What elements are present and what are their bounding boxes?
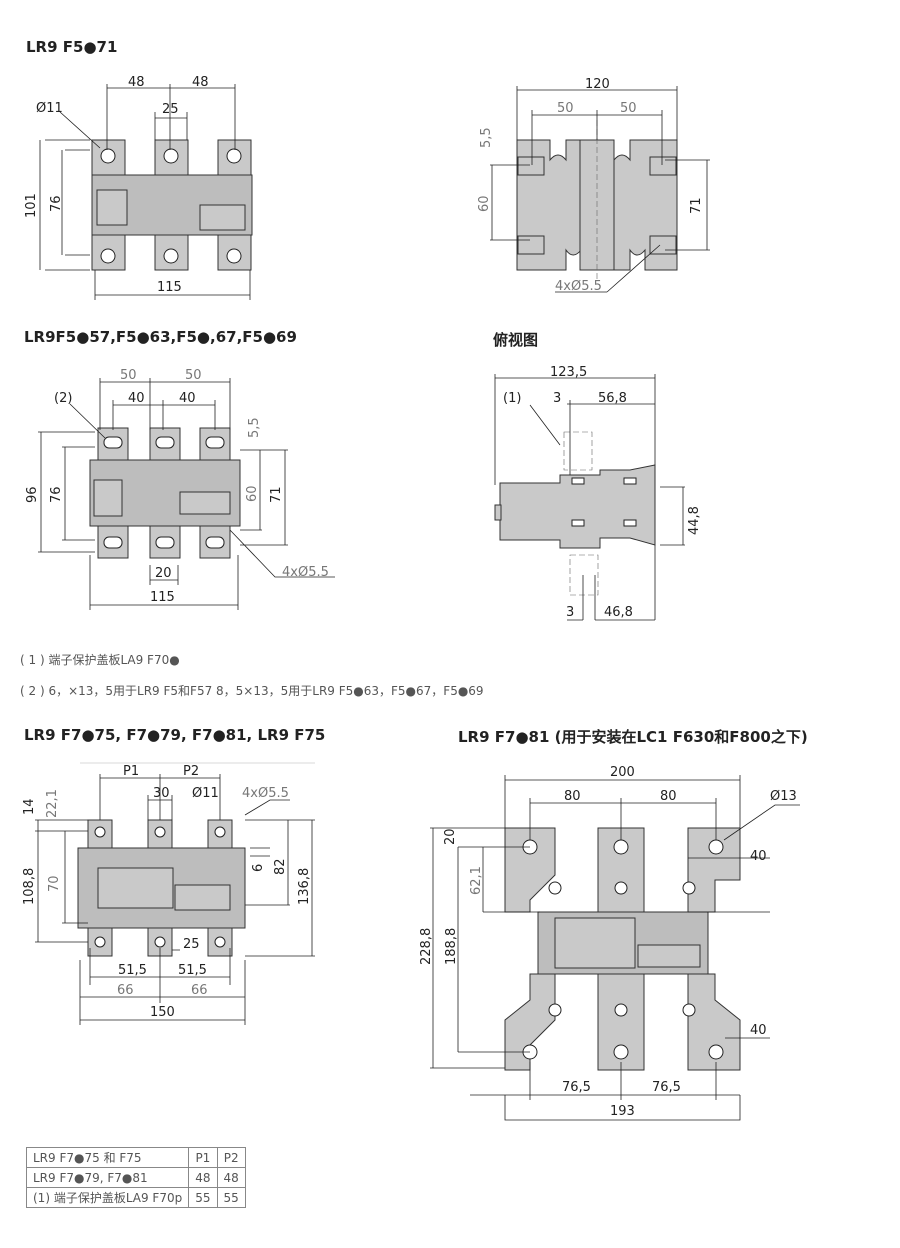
drawing-top-view: 123,5 (1) 3 56,8 44,8 3 46,8: [494, 365, 702, 621]
dim-label: 20: [155, 566, 172, 581]
dim-label: 115: [150, 590, 175, 605]
dim-label: 48: [192, 75, 209, 90]
dim-label: 76,5: [652, 1080, 681, 1095]
table-cell: P1: [188, 1147, 218, 1168]
table-cell: 55: [188, 1187, 218, 1208]
dim-label: 48: [128, 75, 145, 90]
table-cell: LR9 F7●79, F7●81: [25, 1167, 190, 1188]
dim-label: 4xØ5.5: [242, 786, 289, 801]
dim-label: 50: [620, 101, 637, 116]
dim-label: 200: [610, 765, 635, 780]
dim-label: (1): [503, 391, 521, 406]
dim-label: 25: [183, 937, 200, 952]
dim-label: Ø11: [192, 786, 219, 801]
title-lr9-f5-71: LR9 F5●71: [26, 38, 118, 56]
table-row: LR9 F7●79, F7●81 48 48: [25, 1167, 246, 1188]
dim-label: 76: [49, 195, 64, 212]
drawing-lr9-f7: P1 P2 30 Ø11 4xØ5.5 14 22,1 108,8 70 6 8…: [22, 762, 315, 1025]
table-row: (1) 端子保护盖板LA9 F70p 55 55: [25, 1187, 246, 1208]
dim-label: 188,8: [444, 928, 459, 965]
dim-label: 5,5: [479, 127, 494, 148]
dim-label: 66: [191, 983, 208, 998]
dim-label: 40: [750, 1023, 767, 1038]
footnote-1: ( 1 ) 端子保护盖板LA9 F70●: [20, 653, 180, 667]
dim-label: P2: [183, 764, 199, 779]
dim-label: 40: [750, 849, 767, 864]
drawing-mounting-plate: 120 50 50 5,5 60 71 4xØ5.5: [477, 77, 710, 294]
dim-label: 193: [610, 1104, 635, 1119]
title-lr9-f7-81-lc1: LR9 F7●81 (用于安装在LC1 F630和F800之下): [458, 728, 808, 746]
dim-label: 80: [564, 789, 581, 804]
table-cell: 48: [188, 1167, 218, 1188]
dim-label: 4xØ5.5: [555, 279, 602, 294]
dim-label: 46,8: [604, 605, 633, 620]
dim-label: 120: [585, 77, 610, 92]
dim-label: 123,5: [550, 365, 587, 380]
dim-label: 40: [128, 391, 145, 406]
dim-label: 101: [24, 193, 39, 218]
dim-label: Ø11: [36, 101, 63, 116]
dim-label: 108,8: [22, 868, 37, 905]
title-lr9-f5-57-69: LR9F5●57,F5●63,F5●,67,F5●69: [24, 328, 297, 346]
drawing-lr9-f5-57-69: 50 50 40 40 (2) 5,5 96 76 60 71 20 115 4…: [25, 368, 335, 610]
dim-label: 71: [689, 197, 704, 214]
dim-label: 14: [22, 798, 37, 815]
drawing-lr9-f5-71: 48 48 25 Ø11 101 76 115: [24, 75, 253, 300]
table-cell: 48: [216, 1167, 246, 1188]
p1-p2-table: LR9 F7●75 和 F75 P1 P2 LR9 F7●79, F7●81 4…: [25, 1147, 246, 1208]
table-cell: P2: [216, 1147, 246, 1168]
dim-label: 71: [269, 486, 284, 503]
dim-label: Ø13: [770, 789, 797, 804]
dim-label: 115: [157, 280, 182, 295]
dim-label: 50: [120, 368, 137, 383]
dim-label: 20: [443, 828, 458, 845]
dim-label: 82: [273, 858, 288, 875]
title-top-view: 俯视图: [493, 331, 539, 349]
dim-label: 5,5: [247, 417, 262, 438]
dim-label: 40: [179, 391, 196, 406]
dim-label: 76,5: [562, 1080, 591, 1095]
dim-label: 228,8: [419, 928, 434, 965]
dim-label: P1: [123, 764, 139, 779]
dim-label: 51,5: [178, 963, 207, 978]
dim-label: 150: [150, 1005, 175, 1020]
table-cell: (1) 端子保护盖板LA9 F70p: [25, 1187, 190, 1208]
dim-label: 50: [185, 368, 202, 383]
dim-label: 25: [162, 102, 179, 117]
dim-label: (2): [54, 391, 72, 406]
table-cell: LR9 F7●75 和 F75: [25, 1147, 190, 1168]
dim-label: 3: [553, 391, 561, 406]
dim-label: 60: [245, 485, 260, 502]
dim-label: 60: [477, 195, 492, 212]
table-cell: 55: [216, 1187, 246, 1208]
title-lr9-f7: LR9 F7●75, F7●79, F7●81, LR9 F75: [24, 726, 326, 744]
dim-label: 80: [660, 789, 677, 804]
dim-label: 51,5: [118, 963, 147, 978]
dim-label: 136,8: [297, 868, 312, 905]
footnote-2: ( 2 ) 6，×13，5用于LR9 F5和F57 8，5×13，5用于LR9 …: [20, 684, 484, 698]
dim-label: 4xØ5.5: [282, 565, 329, 580]
dim-label: 62,1: [469, 866, 484, 895]
dim-label: 66: [117, 983, 134, 998]
drawing-lr9-f7-81-lc1: 200 80 80 Ø13 20 62,1 40 228,8 188,8 40 …: [419, 765, 800, 1121]
dim-label: 76: [49, 486, 64, 503]
dim-label: 6: [251, 864, 266, 872]
dim-label: 44,8: [687, 506, 702, 535]
dim-label: 22,1: [45, 789, 60, 818]
dim-label: 96: [25, 486, 40, 503]
dim-label: 70: [47, 875, 62, 892]
dim-label: 50: [557, 101, 574, 116]
dim-label: 30: [153, 786, 170, 801]
dim-label: 56,8: [598, 391, 627, 406]
table-row: LR9 F7●75 和 F75 P1 P2: [25, 1147, 246, 1168]
dim-label: 3: [566, 605, 574, 620]
